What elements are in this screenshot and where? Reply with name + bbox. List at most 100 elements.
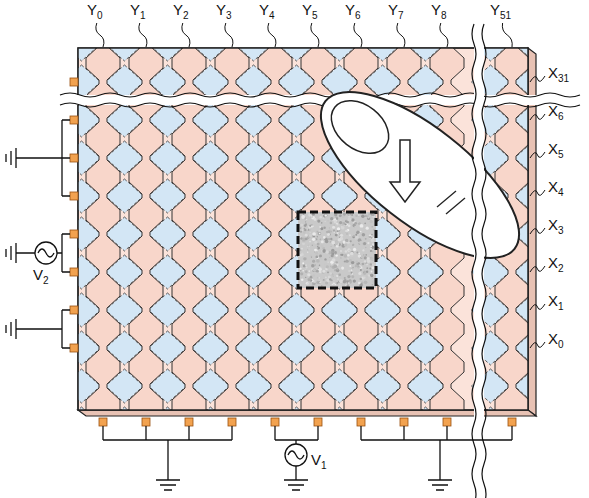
texture-dot (303, 265, 306, 268)
texture-dot (360, 231, 362, 233)
texture-dot (300, 231, 302, 233)
texture-dot (348, 282, 350, 284)
texture-dot (356, 251, 358, 253)
texture-dot (316, 259, 320, 263)
texture-dot (316, 281, 319, 284)
texture-dot (329, 257, 330, 258)
subscript: 1 (321, 460, 327, 471)
texture-dot (301, 278, 304, 281)
texture-dot (370, 250, 372, 252)
texture-dot (346, 223, 349, 226)
texture-dot (358, 222, 360, 224)
texture-dot (333, 275, 334, 276)
texture-dot (321, 240, 324, 243)
texture-dot (355, 215, 358, 218)
leader-line (440, 23, 448, 47)
pad (70, 268, 78, 276)
subscript: 8 (441, 10, 447, 21)
texture-dot (351, 273, 353, 275)
texture-dot (357, 262, 360, 265)
texture-dot (351, 269, 353, 271)
texture-dot (329, 278, 331, 280)
texture-dot (337, 231, 339, 233)
texture-dot (361, 214, 365, 218)
texture-dot (361, 255, 364, 258)
texture-dot (351, 218, 354, 221)
texture-dot (331, 264, 332, 265)
pad (228, 418, 236, 426)
texture-dot (331, 254, 334, 257)
leader-line (502, 23, 512, 47)
texture-dot (358, 266, 360, 268)
texture-dot (320, 239, 322, 241)
texture-dot (358, 282, 361, 285)
texture-dot (349, 259, 352, 262)
texture-dot (355, 265, 358, 268)
texture-dot (313, 280, 316, 283)
subscript: 2 (43, 275, 49, 286)
texture-dot (328, 238, 330, 240)
vertical-break (472, 24, 486, 498)
texture-dot (346, 242, 347, 243)
pad (357, 418, 365, 426)
texture-dot (334, 245, 336, 247)
texture-dot (349, 234, 351, 236)
texture-dot (341, 267, 344, 270)
subscript: 2 (558, 263, 564, 274)
texture-dot (365, 247, 366, 248)
texture-dot (358, 252, 360, 254)
texture-dot (329, 227, 330, 228)
texture-dot (364, 256, 367, 259)
texture-dot (318, 267, 322, 271)
texture-dot (299, 249, 301, 251)
texture-dot (365, 254, 367, 256)
texture-dot (364, 271, 366, 273)
texture-dot (330, 221, 333, 224)
texture-dot (307, 279, 311, 283)
texture-dot (308, 270, 310, 272)
finger-outline (296, 63, 544, 286)
texture-dot (299, 267, 301, 269)
texture-dot (366, 275, 369, 278)
texture-dot (336, 277, 338, 279)
leader-line (182, 23, 190, 47)
texture-dot (319, 282, 321, 284)
texture-dot (335, 241, 339, 245)
texture-dot (363, 242, 366, 245)
texture-dot (310, 279, 313, 282)
pad (314, 418, 322, 426)
texture-dot (348, 248, 351, 251)
texture-dot (349, 281, 352, 284)
texture-dot (363, 242, 366, 245)
texture-dot (365, 215, 367, 217)
texture-dot (310, 276, 313, 279)
texture-dot (300, 227, 302, 229)
texture-dot (305, 221, 306, 222)
texture-dot (338, 273, 341, 276)
texture-dot (302, 227, 303, 228)
texture-dot (343, 280, 346, 283)
texture-dot (327, 261, 328, 262)
subscript: 6 (355, 10, 361, 21)
wire (103, 426, 232, 480)
texture-dot (335, 284, 337, 286)
texture-dot (348, 238, 351, 241)
texture-dot (322, 217, 324, 219)
texture-dot (308, 248, 310, 250)
texture-dot (300, 272, 303, 275)
texture-dot (364, 280, 368, 284)
texture-dot (338, 238, 342, 242)
ground-symbol (6, 319, 16, 339)
leader-line (530, 228, 545, 234)
texture-dot (352, 236, 355, 239)
finger (296, 63, 544, 286)
texture-dot (305, 237, 308, 240)
texture-dot (304, 224, 307, 227)
texture-dot (340, 257, 341, 258)
subscript: 31 (558, 73, 569, 84)
ground-symbol (6, 243, 16, 263)
texture-dot (329, 213, 332, 216)
leader-line (354, 23, 362, 47)
texture-dot (353, 248, 356, 251)
break-line (482, 24, 486, 498)
